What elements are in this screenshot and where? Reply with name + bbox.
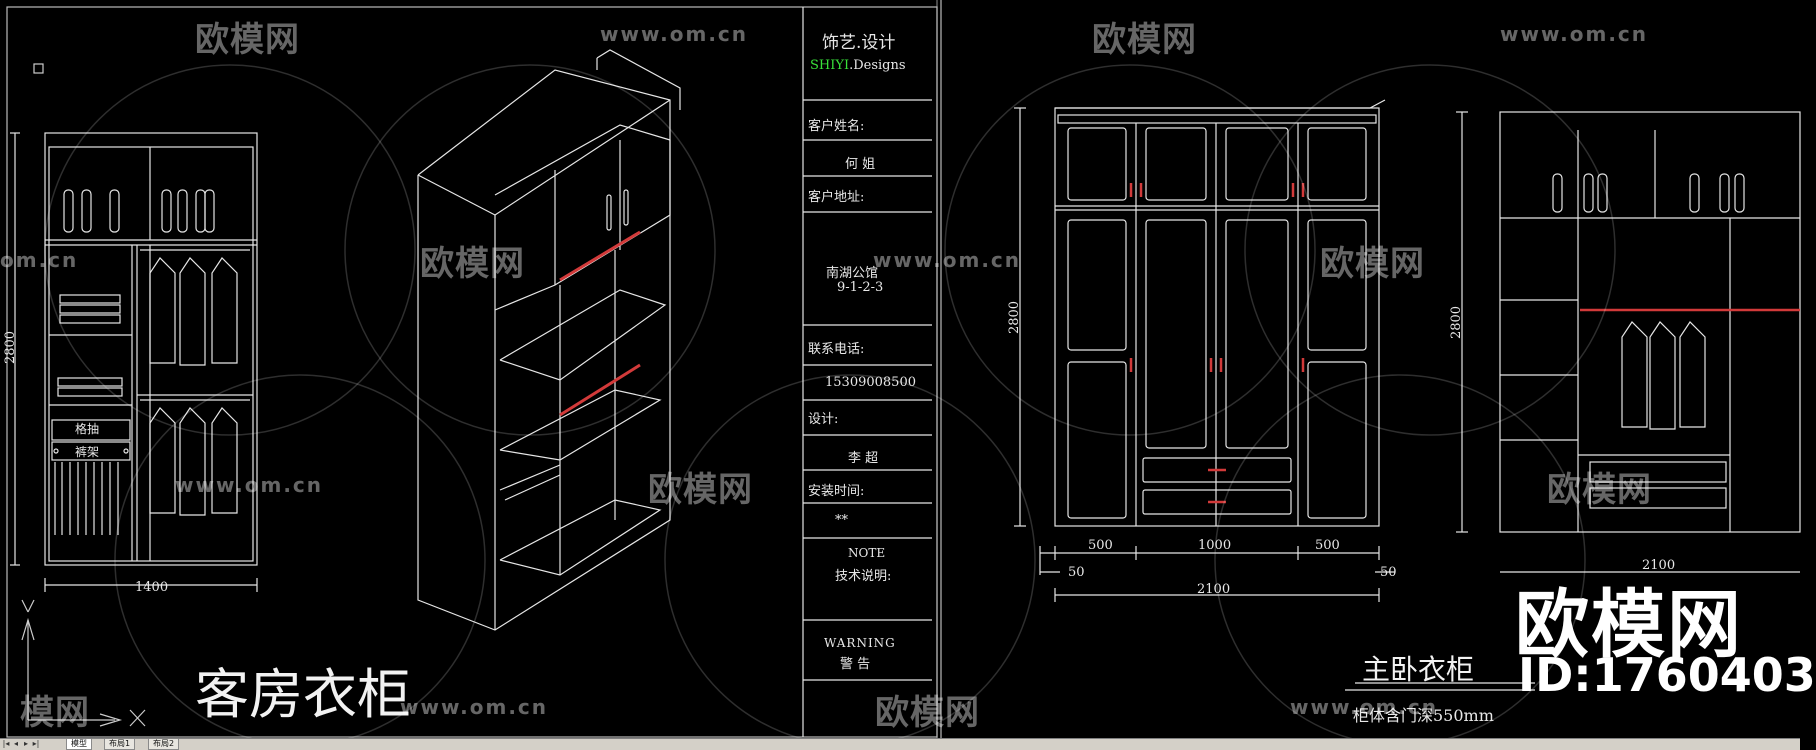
company-name-cn: 饰艺.设计: [822, 33, 896, 53]
ucs-axis-icon: [21, 599, 146, 727]
master-wardrobe-elevation: [1014, 99, 1535, 691]
note-label: NOTE: [848, 546, 886, 560]
watermark-logo-6: 欧模网: [1547, 470, 1652, 510]
master-wardrobe-title: 主卧衣柜: [1362, 653, 1475, 686]
client-name-label: 客户姓名:: [808, 119, 865, 134]
left-width-dimension: 1400: [135, 580, 169, 595]
layout-tab-bar: |◂ ◂ ▸ ▸| 模型 布局1 布局2: [0, 738, 1800, 750]
master-offset-left-dimension: 50: [1068, 565, 1085, 580]
install-time-value: **: [835, 513, 848, 528]
company-en-rest: .Designs: [849, 58, 906, 73]
warning-cn: 警 告: [840, 657, 871, 672]
watermark-url-2: www.om.cn: [1500, 22, 1649, 46]
master-wardrobe-handles: [1129, 183, 1305, 504]
tab-last-arrow-icon[interactable]: ▸|: [32, 739, 40, 748]
master-height-right-dimension: 2800: [1449, 305, 1465, 340]
master-seg-left-dimension: 500: [1088, 538, 1113, 553]
install-time-label: 安装时间:: [808, 484, 865, 499]
watermark-url-3: om.cn: [0, 248, 79, 272]
brand-logo-text: 欧模网: [1515, 582, 1743, 668]
guest-wardrobe-isometric: [417, 49, 681, 631]
designer-value: 李 超: [848, 451, 879, 466]
master-total-right-dimension: 2100: [1642, 558, 1676, 573]
left-height-dimension: 2800: [3, 330, 19, 365]
ucs-square: [33, 63, 44, 74]
client-name-value: 何 姐: [845, 157, 876, 172]
watermark-url-5: www.om.cn: [175, 473, 324, 497]
left-sheet-border: [6, 6, 938, 738]
watermark-url-6: www.om.cn: [400, 695, 549, 719]
tab-prev-arrow-icon[interactable]: ◂: [13, 739, 18, 748]
guest-wardrobe-elevation: [10, 132, 258, 592]
watermark-logo-2: 欧模网: [1092, 20, 1197, 60]
phone-label: 联系电话:: [808, 342, 865, 357]
watermark-url-7: www.om.cn: [1290, 695, 1439, 719]
tab-layout1[interactable]: 布局1: [104, 739, 136, 750]
master-total-width-dimension: 2100: [1197, 582, 1231, 597]
watermark-logo-partial: 模网: [20, 693, 90, 733]
brand-id-text: ID:1760403: [1518, 648, 1816, 702]
designer-label: 设计:: [808, 412, 839, 427]
company-en-green: SHIYI: [810, 58, 850, 73]
client-address-line1: 南湖公馆: [826, 266, 879, 281]
tab-model[interactable]: 模型: [66, 739, 92, 750]
tab-next-arrow-icon[interactable]: ▸: [23, 739, 28, 748]
master-height-dimension: 2800: [1007, 300, 1023, 335]
warning-en: WARNING: [824, 636, 896, 650]
phone-value: 15309008500: [825, 375, 916, 390]
client-address-line2: 9-1-2-3: [837, 280, 884, 295]
tab-layout2[interactable]: 布局2: [148, 739, 180, 750]
pants-rack-label: 裤架: [75, 445, 100, 459]
master-wardrobe-interior-partial: [1456, 111, 1801, 573]
watermark-url-1: www.om.cn: [600, 22, 749, 46]
tab-first-arrow-icon[interactable]: |◂: [2, 739, 10, 748]
watermark-logo-3: 欧模网: [420, 244, 525, 284]
master-wardrobe-subtitle: 柜体含门深550mm: [1353, 706, 1494, 725]
drawer-label: 格抽: [75, 422, 100, 436]
watermark-logo-5: 欧模网: [648, 470, 753, 510]
client-address-label: 客户地址:: [808, 190, 865, 205]
master-seg-mid-dimension: 1000: [1198, 538, 1232, 553]
watermark-logo-4: 欧模网: [1320, 244, 1425, 284]
watermark-logo-7: 欧模网: [875, 693, 980, 733]
company-name-en: SHIYI.Designs: [810, 58, 906, 73]
tech-notes-label: 技术说明:: [835, 569, 892, 584]
title-block-frame: [802, 7, 932, 737]
watermark-url-4: www.om.cn: [873, 248, 1022, 272]
watermark-logo-1: 欧模网: [195, 20, 300, 60]
master-offset-right-dimension: 50: [1380, 565, 1397, 580]
master-seg-right-dimension: 500: [1315, 538, 1340, 553]
guest-wardrobe-title: 客房衣柜: [195, 663, 411, 726]
